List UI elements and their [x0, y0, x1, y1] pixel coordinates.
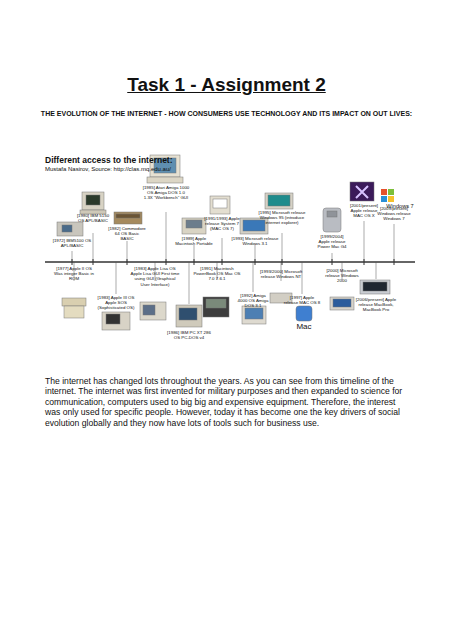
- timeline-entry: [1995] Microsoft release Windows 95 (int…: [258, 210, 306, 226]
- source-line: Mustafa Nasirov, Source: http://clas.mq.…: [45, 166, 305, 173]
- timeline-entry: [2006/present] Apple release MacBook, Ma…: [350, 297, 402, 313]
- timeline-entry: [1991] Macintosh PowerBook OS Mac OS 7.0…: [192, 266, 242, 282]
- timeline-entry: [2001/present] Apple release MAC OS X: [346, 203, 382, 219]
- timeline-entry: [1997] Apple release MAC OS 8: [283, 295, 321, 305]
- timeline-entry: [1986] IBM PC XT 286 OS PC-DOS v4: [166, 330, 212, 340]
- timeline-entry: [1999/2004] Apple release Power Mac G4: [316, 234, 348, 250]
- leader-lines: [72, 212, 394, 304]
- timeline-axis: [45, 261, 415, 263]
- timeline-entry: [1983] Apple III OS Apple SOS (Sophistic…: [93, 295, 139, 311]
- logo-text: Windows 7: [378, 203, 422, 210]
- timeline-entry: [1982] Commodore 64 OS Basic BASIC: [108, 226, 146, 242]
- timeline-entry: [1993/2000] Microsoft release Windows NT: [258, 269, 304, 279]
- subtitle: THE EVOLUTION OF THE INTERNET - HOW CONS…: [40, 109, 413, 118]
- timeline-ticks: [72, 259, 394, 265]
- timeline-entry: [1983] Apple Lisa OS Apple Lisa GUI Firs…: [130, 266, 180, 287]
- timeline-entry: [1992] Amiga 4000 OS Amiga DOS 3.1: [235, 293, 271, 309]
- section-heading: Different access to the internet:: [45, 155, 265, 165]
- page-title: Task 1 - Assignment 2: [0, 74, 453, 96]
- timeline-entry: [1972] IBM5100 OS APL/BASIC: [48, 238, 96, 248]
- timeline-entry: [1985] Atari Amiga 1000 OS Amiga DOS 1.0…: [142, 185, 190, 201]
- timeline-entry: [1989] Apple Macintosh Portable: [172, 236, 216, 246]
- timeline-entry: [2000] Microsoft release Windows 2000: [322, 268, 362, 284]
- computer-icons: [62, 280, 390, 330]
- timeline-entry: [1991/1993] Apple release System 7 (MAC …: [203, 216, 241, 232]
- body-paragraph: The internet has changed lots throughout…: [45, 376, 413, 428]
- timeline-entry: [1980] IBM 5150 OS APL/BASIC: [75, 213, 111, 223]
- timeline-entry: [1993] Microsoft release Windows 3.1: [230, 236, 280, 246]
- logo-text: Mac: [292, 322, 316, 331]
- timeline-entry: [1977] Apple II OS Was integer Basic in …: [52, 266, 96, 282]
